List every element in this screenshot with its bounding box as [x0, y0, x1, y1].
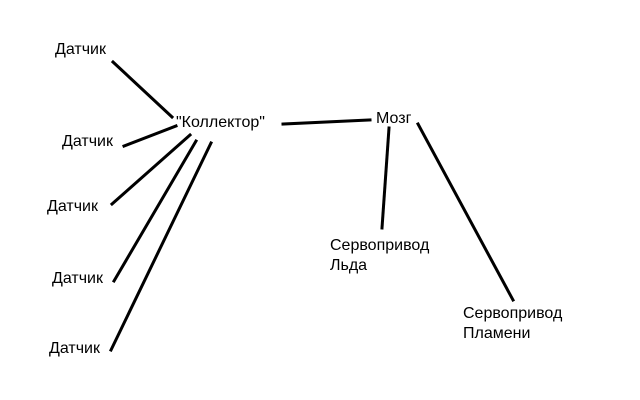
sensor-label-3: Датчик: [47, 198, 98, 215]
sensor-label-5: Датчик: [49, 340, 100, 357]
flame-servo-label: Сервопривод Пламени: [463, 304, 562, 344]
connection-brain-flame-servo: [415, 121, 516, 303]
connection-sensor-3-collector: [109, 132, 193, 207]
connection-sensor-4-collector: [111, 138, 199, 284]
ice-servo-line-1: Сервопривод: [330, 237, 430, 254]
flame-servo-line-2: Пламени: [463, 325, 531, 342]
ice-servo-line-2: Льда: [330, 257, 368, 274]
brain-label: Мозг: [376, 110, 412, 127]
ice-servo-label: Сервопривод Льда: [330, 236, 429, 276]
sensor-label-1: Датчик: [55, 41, 106, 58]
connection-brain-ice-servo: [380, 126, 391, 230]
sensor-label-2: Датчик: [62, 133, 113, 150]
connection-collector-brain: [281, 118, 372, 126]
collector-label: "Коллектор": [176, 114, 265, 131]
connection-sensor-5-collector: [108, 140, 214, 353]
connection-sensor-2-collector: [122, 124, 178, 148]
flame-servo-line-1: Сервопривод: [463, 305, 563, 322]
sensor-label-4: Датчик: [52, 270, 103, 287]
connection-sensor-1-collector: [110, 59, 175, 120]
